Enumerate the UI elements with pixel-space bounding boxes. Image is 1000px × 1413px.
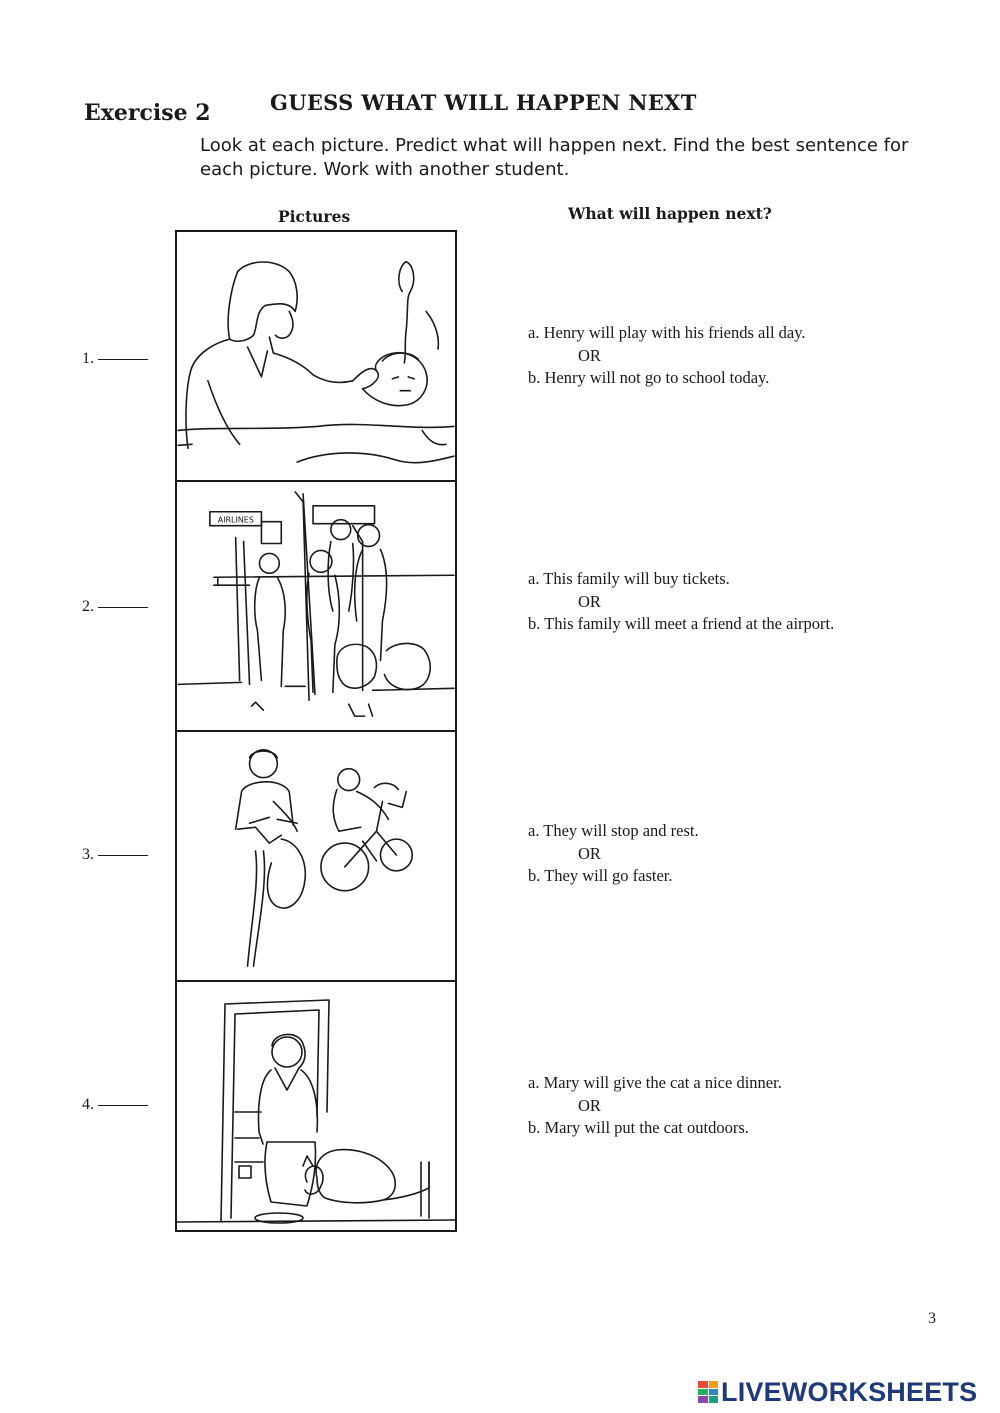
blank-line [98, 359, 148, 360]
logo-text: LIVEWORKSHEETS [721, 1376, 978, 1407]
item-3-options: a. They will stop and rest. OR b. They w… [528, 820, 699, 888]
liveworksheets-logo[interactable]: LIVEWORKSHEETS [698, 1377, 977, 1407]
option-b: b. They will go faster. [528, 866, 673, 885]
answer-blank-1[interactable]: 1. [82, 350, 148, 368]
option-a: a. They will stop and rest. [528, 821, 699, 840]
item-number: 4. [82, 1096, 94, 1113]
or-label: OR [578, 843, 601, 863]
item-number: 3. [82, 846, 94, 863]
or-label: OR [578, 345, 601, 365]
answer-blank-2[interactable]: 2. [82, 598, 148, 616]
option-b: b. Henry will not go to school today. [528, 368, 770, 387]
exercise-label: Exercise 2 [84, 100, 211, 126]
next-column-header: What will happen next? [568, 204, 772, 223]
airlines-sign: AIRLINES [218, 516, 254, 525]
instructions: Look at each picture. Predict what will … [200, 135, 909, 180]
option-a: a. This family will buy tickets. [528, 569, 730, 588]
pictures-column-header: Pictures [278, 207, 351, 226]
picture-2-airport-family: AIRLINES [177, 482, 455, 732]
or-label: OR [578, 1095, 601, 1115]
picture-4-mary-and-cat [177, 982, 455, 1232]
answer-blank-4[interactable]: 4. [82, 1096, 148, 1114]
item-2-options: a. This family will buy tickets. OR b. T… [528, 568, 834, 636]
blank-line [98, 1105, 148, 1106]
item-number: 1. [82, 350, 94, 367]
blank-line [98, 607, 148, 608]
option-a: a. Henry will play with his friends all … [528, 323, 806, 342]
exercise-title: GUESS WHAT WILL HAPPEN NEXT [270, 90, 697, 115]
blank-line [98, 855, 148, 856]
option-b: b. This family will meet a friend at the… [528, 614, 835, 633]
page-number: 3 [928, 1310, 936, 1327]
option-a: a. Mary will give the cat a nice dinner. [528, 1073, 782, 1092]
pictures-frame: AIRLINES [175, 230, 457, 1232]
logo-icon [698, 1381, 718, 1403]
item-4-options: a. Mary will give the cat a nice dinner.… [528, 1072, 782, 1140]
item-number: 2. [82, 598, 94, 615]
item-1-options: a. Henry will play with his friends all … [528, 322, 806, 390]
answer-blank-3[interactable]: 3. [82, 846, 148, 864]
picture-3-cyclists [177, 732, 455, 982]
or-label: OR [578, 591, 601, 611]
picture-1-sick-child [177, 232, 455, 482]
option-b: b. Mary will put the cat outdoors. [528, 1118, 749, 1137]
